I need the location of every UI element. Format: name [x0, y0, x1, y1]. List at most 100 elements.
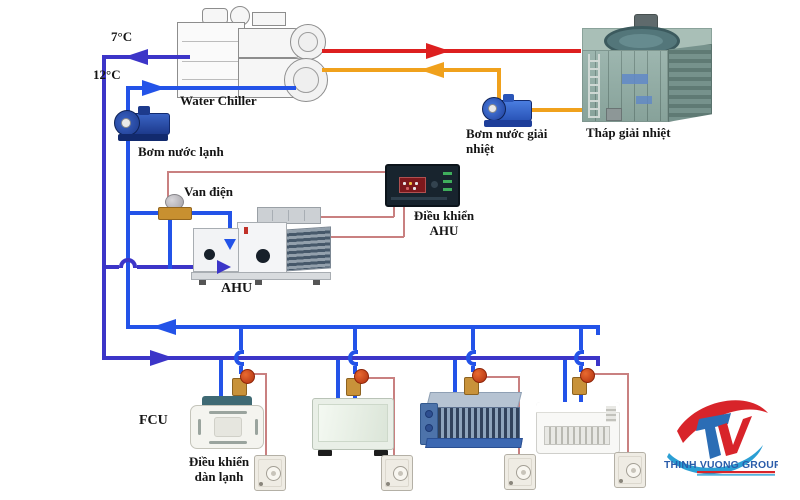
- pipe-return-riser: [126, 86, 130, 329]
- arrow-ahu-top-down: [224, 239, 236, 250]
- ahu-port-right: [256, 249, 270, 263]
- suspended-top-face: [536, 402, 620, 413]
- pipe-return-header-endcap: [596, 325, 600, 335]
- pump-base: [118, 134, 168, 141]
- label-temp-return: 12°C: [93, 67, 121, 82]
- ducted-pipe-stub: [425, 424, 433, 432]
- fcu4-supply-drop: [563, 360, 567, 402]
- thinh-vuong-group-logo: THINH VUONG GROUP: [664, 400, 778, 476]
- fcu1-supply-drop: [219, 360, 223, 404]
- fcu3-return-drop-a: [471, 329, 475, 350]
- tower-label-patch: [636, 96, 652, 104]
- fcu4-thermostat: [614, 452, 646, 488]
- water-chiller-unit: [172, 6, 332, 106]
- logo-underline: [697, 474, 775, 476]
- fcu2-thermostat: [381, 455, 413, 491]
- wire-fcu2-h: [366, 377, 394, 379]
- console-foot: [318, 450, 332, 456]
- cooling-tower-unit: [576, 14, 714, 122]
- controller-led: [443, 172, 452, 175]
- fcu3-return-hop: [466, 350, 476, 366]
- ducted-coil-face: [434, 407, 520, 440]
- wire-fcu4-v: [627, 373, 629, 452]
- pump-suction-eye: [121, 118, 131, 128]
- fcu4-return-drop-a: [579, 329, 583, 350]
- cassette-vent-slot: [198, 419, 201, 435]
- fcu-cassette-unit: [188, 396, 266, 452]
- pipe-condenser-hot: [322, 49, 581, 53]
- tower-louver-side: [668, 44, 712, 122]
- pump-base: [484, 120, 532, 127]
- controller-led: [443, 180, 452, 183]
- logo-blue-swoosh: [667, 445, 763, 475]
- pipe-ahu-branch-b: [137, 265, 217, 269]
- tower-label-patch: [622, 74, 648, 84]
- ahu-unit: [185, 205, 335, 297]
- wire-valve-to-controller-h: [167, 171, 386, 173]
- pipe-ahu-branch-a: [102, 265, 119, 269]
- fcu1-return-drop-a: [239, 329, 243, 350]
- wire-valve-to-controller-v: [167, 172, 169, 198]
- wire-controller-ahu2-h: [329, 236, 404, 238]
- chilled-water-pump-unit: [114, 106, 172, 142]
- fcu2-valve: [346, 369, 369, 397]
- label-fcu: FCU: [139, 413, 168, 428]
- controller-button-strip: [391, 197, 447, 200]
- label-electric-valve: Van điện: [184, 184, 234, 199]
- pipe-condenser-warm-h: [322, 68, 501, 72]
- condenser-pump-unit: [482, 94, 534, 130]
- wire-controller-ahu1-h: [312, 216, 394, 218]
- label-chilled-water-pump: Bơm nước lạnh: [138, 144, 224, 159]
- pump-junction-box: [503, 94, 514, 102]
- arrow-supply-header-right: [150, 350, 174, 366]
- fcu2-return-drop-c: [353, 392, 357, 400]
- pipe-return-header: [126, 325, 600, 329]
- controller-knob: [431, 181, 438, 188]
- fcu4-return-hop: [574, 350, 584, 366]
- label-cooling-tower: Tháp giải nhiệt: [586, 125, 671, 140]
- fcu1-return-drop-b: [239, 366, 243, 374]
- wire-fcu1-v: [265, 373, 267, 456]
- logo-text: THINH VUONG GROUP: [664, 460, 778, 471]
- label-water-chiller: Water Chiller: [180, 93, 257, 108]
- fcu3-thermostat: [504, 454, 536, 490]
- arrow-hot-right: [426, 43, 450, 59]
- valve-actuator-icon: [354, 369, 369, 384]
- wire-fcu1-h: [250, 373, 266, 375]
- chiller-endplate-upper: [290, 24, 326, 60]
- controller-display: [399, 177, 426, 193]
- label-temp-supply: 7°C: [111, 29, 133, 44]
- pipe-valve-branch-v: [168, 215, 172, 269]
- pipe-supply-riser: [102, 55, 106, 360]
- label-ahu: AHU: [221, 281, 253, 296]
- wire-controller-ahu1-v: [393, 206, 395, 217]
- label-fcu-controller: Điều khiển dàn lạnh: [183, 454, 255, 484]
- ahu-foot: [313, 280, 320, 285]
- pipe-condenser-warm-h2: [514, 108, 612, 112]
- ahu-base-frame: [191, 272, 331, 280]
- ahu-port-left: [204, 249, 215, 260]
- ahu-coil-section: [283, 226, 331, 272]
- arrow-warm-left: [420, 62, 444, 78]
- wire-controller-ahu2-v: [403, 206, 405, 237]
- console-foot: [374, 450, 388, 456]
- console-front-panel: [318, 404, 388, 442]
- tower-outlet-fitting: [606, 108, 622, 121]
- fcu1-valve: [232, 369, 255, 397]
- logo-red-swoosh: [677, 400, 768, 443]
- pipe-supply-header-endcap: [596, 356, 600, 366]
- pipe-condenser-warm-v: [497, 68, 501, 106]
- ahu-filter-section: [193, 228, 239, 272]
- tower-ladder: [588, 54, 600, 118]
- arrow-return-right: [142, 80, 166, 96]
- fcu-console-unit: [312, 396, 394, 456]
- valve-body-icon: [158, 207, 192, 220]
- fcu3-supply-drop: [453, 360, 457, 396]
- pump-junction-box: [138, 106, 150, 115]
- chiller-endplate-lower: [284, 58, 328, 102]
- cassette-grille-center: [214, 417, 242, 437]
- label-ahu-controller: Điều khiển AHU: [405, 208, 483, 238]
- fcu-suspended-unit: [536, 398, 622, 458]
- fcu3-return-drop-b: [471, 366, 475, 372]
- pipe-hop-ahu-branch: [119, 258, 137, 268]
